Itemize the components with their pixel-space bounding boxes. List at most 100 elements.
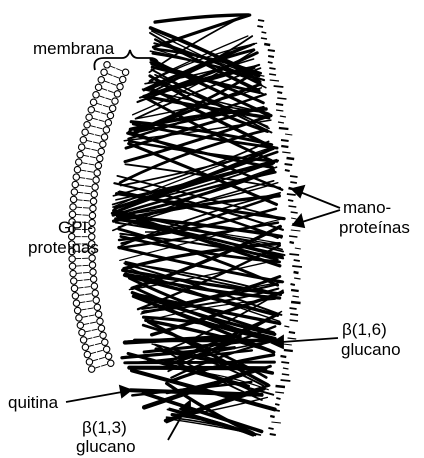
mannoprotein-strand bbox=[275, 392, 284, 393]
lipid-head bbox=[91, 283, 97, 289]
mannoprotein-strand bbox=[291, 230, 301, 231]
lipid-tail bbox=[92, 329, 98, 330]
mannoprotein-strand bbox=[276, 104, 283, 105]
lipid-tail bbox=[86, 301, 92, 302]
quitina-label: quitina bbox=[8, 393, 58, 412]
lipid-head bbox=[88, 107, 94, 113]
mannoprotein-strand bbox=[285, 170, 290, 171]
mannoprotein-strand bbox=[285, 164, 293, 165]
lipid-head bbox=[95, 162, 101, 168]
mannoprotein-strand bbox=[277, 98, 286, 99]
lipid-head bbox=[98, 325, 104, 331]
mannoprotein-strand bbox=[264, 44, 270, 45]
lipid-head bbox=[100, 141, 106, 147]
mannoprotein-strand bbox=[290, 176, 298, 177]
mannoprotein-strand bbox=[270, 416, 274, 417]
lipid-head bbox=[76, 159, 82, 165]
lipid-head bbox=[101, 69, 107, 75]
lipid-tail bbox=[113, 76, 119, 78]
mannoprotein-strand bbox=[279, 128, 289, 129]
lipid-head bbox=[90, 198, 96, 204]
quitina-arrowhead bbox=[120, 386, 131, 397]
lipid-head bbox=[98, 148, 104, 154]
mannoprotein-strand bbox=[281, 140, 289, 141]
mannoprotein-strand bbox=[290, 308, 297, 309]
mannoprotein-strand bbox=[261, 38, 267, 39]
mannoprotein-strand bbox=[291, 290, 299, 291]
mannoprotein-strand bbox=[270, 80, 279, 81]
beta13-label-line2: glucano bbox=[76, 437, 136, 456]
mannoprotein-strand bbox=[288, 338, 297, 339]
mannoprotein-strand bbox=[294, 260, 300, 261]
mannoprotein-strand bbox=[269, 68, 275, 69]
mannoprotein-strand bbox=[281, 380, 291, 381]
lipid-head bbox=[80, 337, 86, 343]
lipid-head bbox=[93, 297, 99, 303]
lipid-head bbox=[73, 300, 79, 306]
mannoprotein-strand bbox=[283, 368, 289, 369]
mannoprotein-strand bbox=[268, 428, 273, 429]
membrana-label: membrana bbox=[33, 39, 114, 58]
lipid-head bbox=[89, 262, 95, 268]
lipid-head bbox=[74, 166, 80, 172]
mannoprotein-strand bbox=[276, 398, 280, 399]
quitina-arrow bbox=[66, 392, 122, 402]
lipid-head bbox=[86, 359, 92, 365]
mano-arrow-2 bbox=[302, 210, 340, 222]
lipid-head bbox=[100, 332, 106, 338]
mannoprotein-strand bbox=[288, 206, 296, 207]
mannoprotein-strand bbox=[288, 200, 293, 201]
lipid-head bbox=[90, 205, 96, 211]
mannoprotein-strand bbox=[289, 332, 295, 333]
lipid-head bbox=[107, 112, 113, 118]
lipid-head bbox=[122, 69, 128, 75]
lipid-head bbox=[90, 269, 96, 275]
mannoprotein-strand bbox=[282, 374, 289, 375]
mannoprotein-strand bbox=[294, 272, 299, 273]
lipid-tail bbox=[103, 105, 109, 107]
lipid-head bbox=[71, 189, 77, 195]
mannoprotein-strand bbox=[284, 326, 289, 327]
mano-arrowhead-2 bbox=[293, 215, 304, 227]
lipid-head bbox=[79, 329, 85, 335]
mannoprotein-strand bbox=[268, 56, 274, 57]
mannoprotein-strand bbox=[276, 110, 283, 111]
lipid-head bbox=[82, 344, 88, 350]
lipid-tail bbox=[84, 193, 90, 194]
lipid-head bbox=[84, 351, 90, 357]
lipid-head bbox=[92, 290, 98, 296]
mannoprotein-strand bbox=[280, 116, 286, 117]
mannoprotein-strand bbox=[290, 242, 294, 243]
lipid-tail bbox=[85, 294, 91, 295]
mannoprotein-strand bbox=[268, 50, 275, 51]
lipid-head bbox=[70, 204, 76, 210]
mannoprotein-strand bbox=[290, 284, 294, 285]
mannoprotein-strand bbox=[275, 404, 279, 405]
lipid-tail bbox=[105, 98, 111, 100]
lipid-head bbox=[95, 84, 101, 90]
mannoprotein-strand bbox=[257, 26, 263, 27]
mannoprotein-strand bbox=[258, 20, 264, 21]
lipid-head bbox=[97, 155, 103, 161]
mannoprotein-strand bbox=[271, 422, 281, 423]
lipid-head bbox=[70, 270, 76, 276]
lipid-head bbox=[74, 307, 80, 313]
lipid-tail bbox=[99, 120, 105, 122]
lipid-head bbox=[77, 322, 83, 328]
lipid-head bbox=[71, 278, 77, 284]
lipid-tail bbox=[86, 179, 92, 180]
lipid-tail bbox=[101, 113, 107, 115]
lipid-tail bbox=[95, 343, 101, 344]
lipid-tail bbox=[84, 279, 90, 280]
mannoprotein-strand bbox=[277, 92, 282, 93]
mano-label-line2: proteínas bbox=[339, 218, 410, 237]
lipid-head bbox=[69, 211, 75, 217]
lipid-head bbox=[92, 184, 98, 190]
lipid-head bbox=[101, 134, 107, 140]
lipid-tail bbox=[89, 315, 95, 316]
mannoprotein-strand bbox=[291, 218, 296, 219]
mannoprotein-strand bbox=[282, 152, 290, 153]
lipid-head bbox=[84, 122, 90, 128]
lipid-head bbox=[91, 191, 97, 197]
lipid-tail bbox=[85, 186, 91, 187]
